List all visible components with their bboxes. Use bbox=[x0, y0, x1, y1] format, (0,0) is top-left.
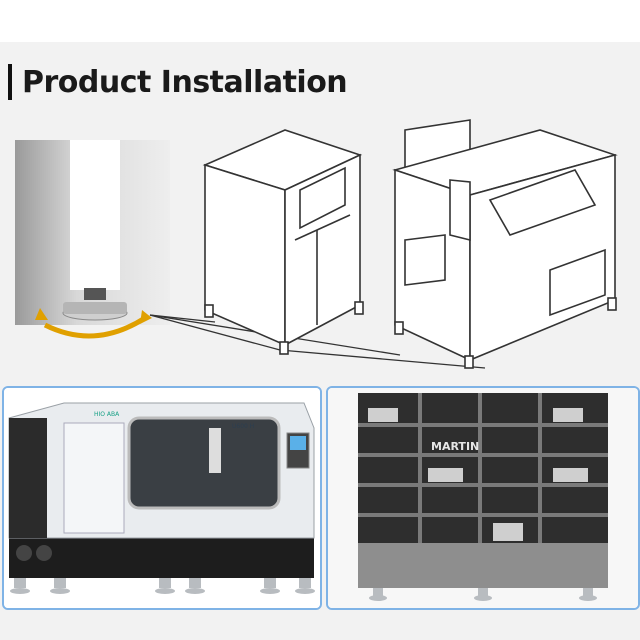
shelf-sign: MARTIN bbox=[431, 440, 479, 453]
bookcase-photo-panel: MARTIN bbox=[326, 386, 640, 610]
cnc-machine-photo-panel: HIO ABA U600 H bbox=[2, 386, 322, 610]
enclosure-machine-drawing bbox=[392, 119, 618, 369]
heading-accent-bar bbox=[8, 64, 12, 100]
bookcase-illustration: MARTIN bbox=[328, 388, 638, 608]
brand-label: HIO ABA bbox=[94, 411, 120, 418]
model-label: U600 H bbox=[232, 423, 254, 430]
top-band bbox=[0, 0, 640, 42]
cabinet-machine-drawing bbox=[202, 129, 364, 355]
cnc-machine-illustration: HIO ABA U600 H bbox=[4, 388, 320, 608]
section-heading: Product Installation bbox=[8, 62, 348, 102]
installation-diagram bbox=[15, 119, 618, 369]
leveling-foot-closeup bbox=[15, 140, 170, 339]
pointer-lines bbox=[149, 314, 486, 369]
page-title: Product Installation bbox=[22, 64, 348, 100]
